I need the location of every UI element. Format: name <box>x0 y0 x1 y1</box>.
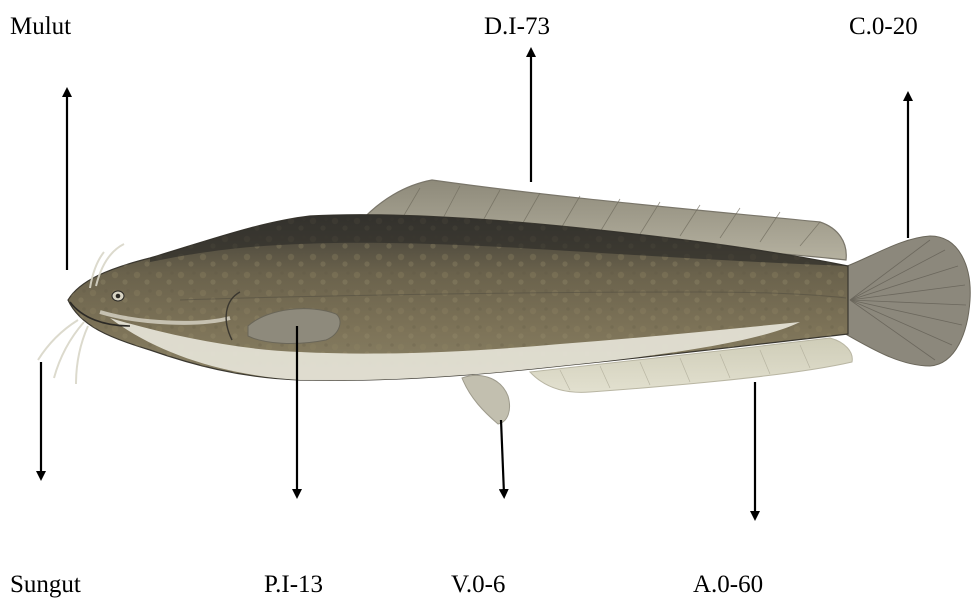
label-anal-fin: A.0-60 <box>693 572 763 597</box>
ventral-fin <box>462 375 510 424</box>
label-pectoral-fin: P.I-13 <box>264 572 323 597</box>
caudal-fin <box>842 236 970 366</box>
label-dorsal-fin: D.I-73 <box>484 14 550 39</box>
arrow-ventral <box>501 420 504 494</box>
label-ventral-fin: V.0-6 <box>451 572 505 597</box>
label-mulut: Mulut <box>10 14 71 39</box>
label-sungut: Sungut <box>10 572 81 597</box>
label-caudal-fin: C.0-20 <box>849 14 918 39</box>
